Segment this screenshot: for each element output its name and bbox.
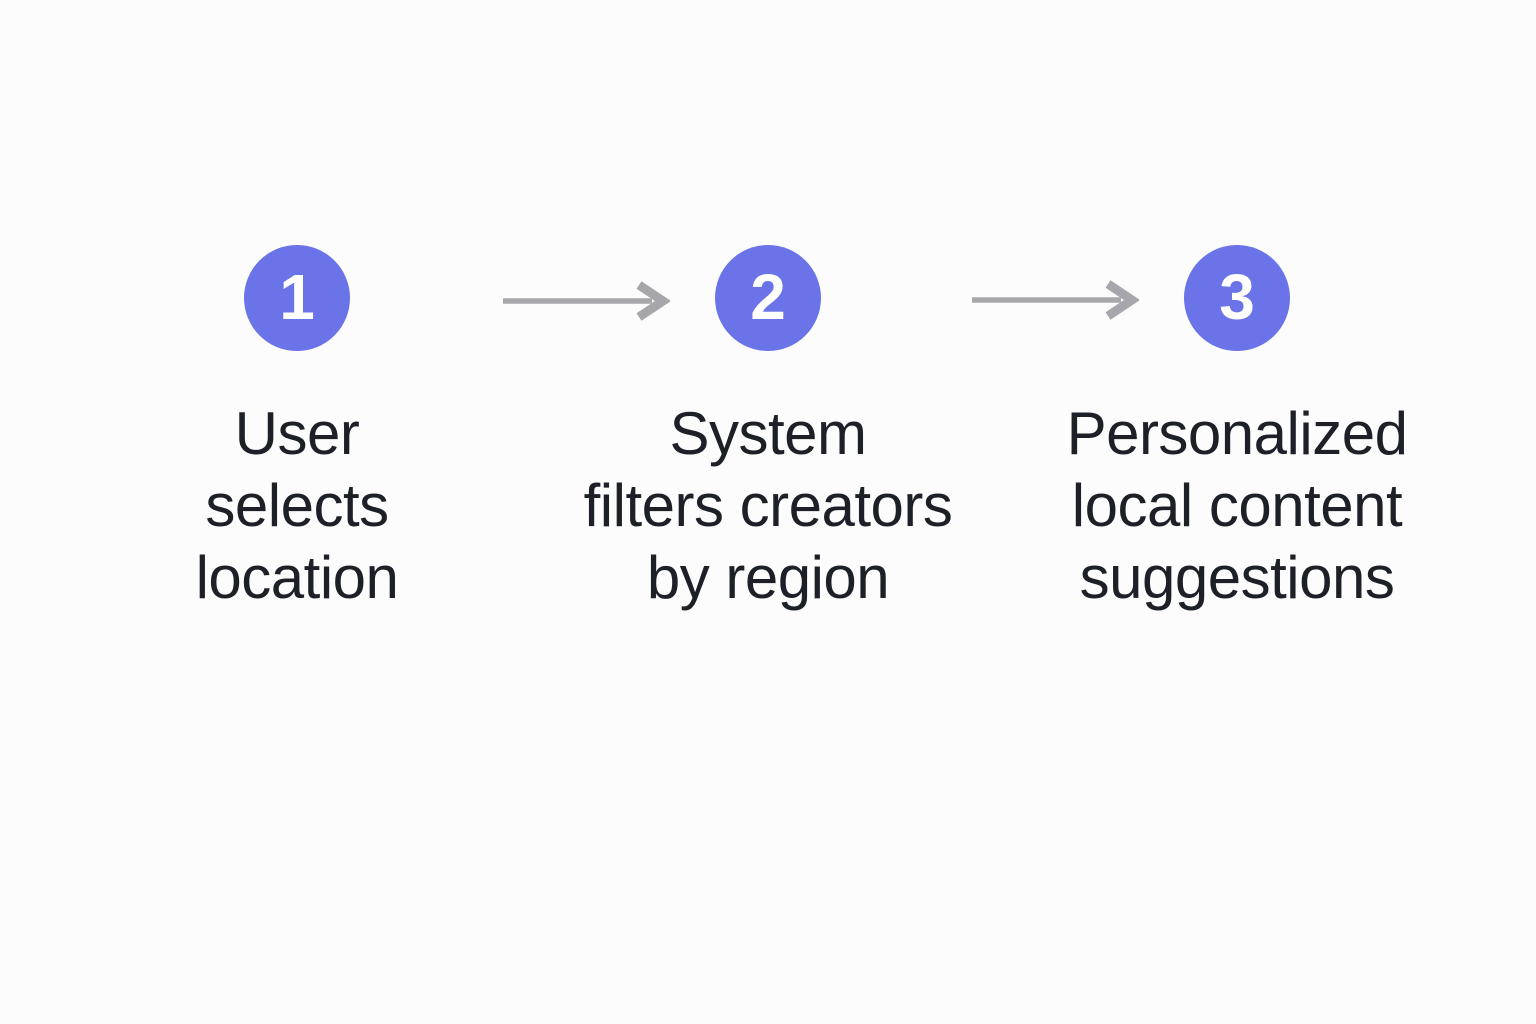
arrow-icon xyxy=(969,280,1139,320)
step-2-label-line-1: System xyxy=(669,400,867,467)
step-2-label-line-3: by region xyxy=(646,544,890,611)
step-1-label-line-1: User xyxy=(234,400,360,467)
step-3-number: 3 xyxy=(1219,261,1255,333)
step-2-label-line-2: filters creators xyxy=(583,472,953,539)
step-3-label-line-3: suggestions xyxy=(1079,544,1395,611)
step-2-label: System filters creators by region xyxy=(528,398,1008,614)
step-3-label: Personalized local content suggestions xyxy=(997,398,1477,614)
step-3-label-line-2: local content xyxy=(1071,472,1403,539)
step-1-number: 1 xyxy=(279,261,315,333)
arrow-icon xyxy=(500,281,670,321)
step-1-label-line-2: selects xyxy=(205,472,389,539)
step-1-label-line-3: location xyxy=(195,544,399,611)
step-3-circle: 3 xyxy=(1184,245,1290,351)
step-1-label: User selects location xyxy=(57,398,537,614)
step-3-label-line-1: Personalized xyxy=(1066,400,1408,467)
step-2-number: 2 xyxy=(750,261,786,333)
step-1-circle: 1 xyxy=(244,245,350,351)
step-2-circle: 2 xyxy=(715,245,821,351)
